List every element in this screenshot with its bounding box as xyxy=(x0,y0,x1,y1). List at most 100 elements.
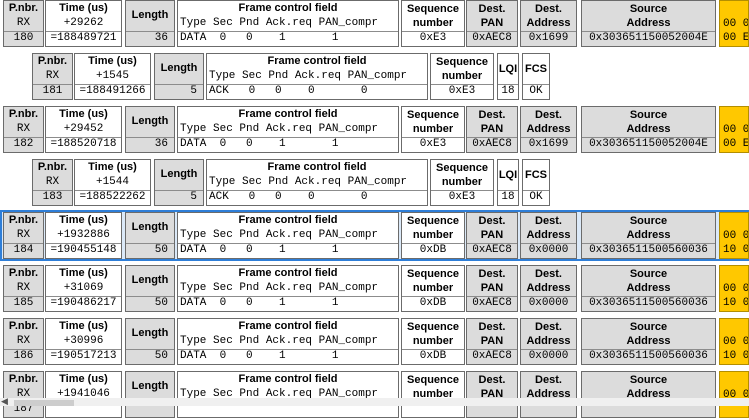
packet-number-header: P.nbr. xyxy=(8,373,39,385)
frame-control-values: DATA 0 0 1 1 xyxy=(178,31,398,44)
source-address-value: 0x3036511500560036 xyxy=(582,296,715,309)
time-delta: +1941046 xyxy=(57,388,110,400)
payload-cell: 00 0 10 0 xyxy=(719,265,749,312)
sequence-header: Sequence number xyxy=(436,56,488,82)
time-delta: +30996 xyxy=(63,335,104,347)
lqi-header: LQI xyxy=(498,63,518,75)
packet-number: 185 xyxy=(4,296,43,309)
sequence-cell: Sequence number xyxy=(401,371,465,418)
frame-control-header: Frame control field xyxy=(267,161,367,173)
frame-control-subheader: Type Sec Pnd Ack.req PAN_compr xyxy=(209,70,408,82)
packet-number-header: P.nbr. xyxy=(8,108,39,120)
time-header: Time (us) xyxy=(59,267,108,279)
length-header: Length xyxy=(131,274,169,286)
time-cell: Time (us)+29262=188489721 xyxy=(45,0,122,47)
time-delta: +29452 xyxy=(63,123,104,135)
frame-control-values: DATA 0 0 1 1 xyxy=(178,243,398,256)
frame-control-header: Frame control field xyxy=(238,373,338,385)
length-header: Length xyxy=(131,221,169,233)
time-cell: Time (us)+1545=188491266 xyxy=(74,53,151,100)
frame-control-subheader: Type Sec Pnd Ack.req PAN_compr xyxy=(180,335,379,347)
packet-number-header: P.nbr. xyxy=(8,320,39,332)
time-cell: Time (us)+29452=188520718 xyxy=(45,106,122,153)
time-delta: +1932886 xyxy=(57,229,110,241)
packet-number: 186 xyxy=(4,349,43,362)
length-header: Length xyxy=(160,168,198,180)
dest-pan-header: Dest. PAN xyxy=(478,3,506,29)
sequence-value: 0xE3 xyxy=(402,31,464,44)
dest-address-value: 0x0000 xyxy=(521,296,576,309)
packet-direction: RX xyxy=(45,176,60,188)
frame-control-header: Frame control field xyxy=(238,108,338,120)
time-cell: Time (us)+1932886=190455148 xyxy=(45,212,122,259)
scrollbar-thumb[interactable] xyxy=(14,400,74,406)
time-cell: Time (us)+31069=190486217 xyxy=(45,265,122,312)
dest-address-header: Dest. Address xyxy=(526,109,571,135)
source-address-header: Source Address xyxy=(626,109,671,135)
sequence-value: 0xE3 xyxy=(402,137,464,150)
frame-control-header: Frame control field xyxy=(238,267,338,279)
dest-pan-header: Dest. PAN xyxy=(478,215,506,241)
packet-direction: RX xyxy=(16,335,31,347)
time-absolute: =188489721 xyxy=(46,31,121,44)
payload-cell: 00 0 00 E xyxy=(719,0,749,47)
frame-control-header: Frame control field xyxy=(238,214,338,226)
time-delta: +1545 xyxy=(95,70,129,82)
frame-control-subheader: Type Sec Pnd Ack.req PAN_compr xyxy=(180,388,379,400)
source-address-header: Source Address xyxy=(626,374,671,400)
horizontal-scrollbar[interactable] xyxy=(0,398,749,406)
time-cell: Time (us)+1544=188522262 xyxy=(74,159,151,206)
source-address-header: Source Address xyxy=(626,268,671,294)
dest-pan-header: Dest. PAN xyxy=(478,321,506,347)
packet-number-header: P.nbr. xyxy=(8,267,39,279)
dest-pan-cell: Dest. PAN 0xAEC8 xyxy=(466,318,518,365)
frame-control-values: ACK 0 0 0 0 xyxy=(207,190,427,203)
packet-number-header: P.nbr. xyxy=(37,161,68,173)
dest-pan-header: Dest. PAN xyxy=(478,109,506,135)
payload-cell: 00 0 00 E xyxy=(719,106,749,153)
time-cell: Time (us)+1941046 xyxy=(45,371,122,418)
dest-pan-value: 0xAEC8 xyxy=(467,349,517,362)
fcs-header: FCS xyxy=(525,63,547,75)
packet-number: 184 xyxy=(4,243,43,256)
packet-direction: RX xyxy=(16,229,31,241)
source-address-value: 0x303651150052004E xyxy=(582,31,715,44)
source-address-cell: Source Address 0x3036511500560036 xyxy=(581,265,716,312)
frame-control-subheader: Type Sec Pnd Ack.req PAN_compr xyxy=(180,282,379,294)
time-absolute: =188491266 xyxy=(75,84,150,97)
packet-number: 181 xyxy=(33,84,72,97)
time-absolute: =190517213 xyxy=(46,349,121,362)
source-address-header: Source Address xyxy=(626,321,671,347)
scroll-left-icon[interactable]: ◀ xyxy=(1,396,8,406)
frame-control-subheader: Type Sec Pnd Ack.req PAN_compr xyxy=(180,229,379,241)
sequence-header: Sequence number xyxy=(407,215,459,241)
sequence-value: 0xDB xyxy=(402,349,464,362)
